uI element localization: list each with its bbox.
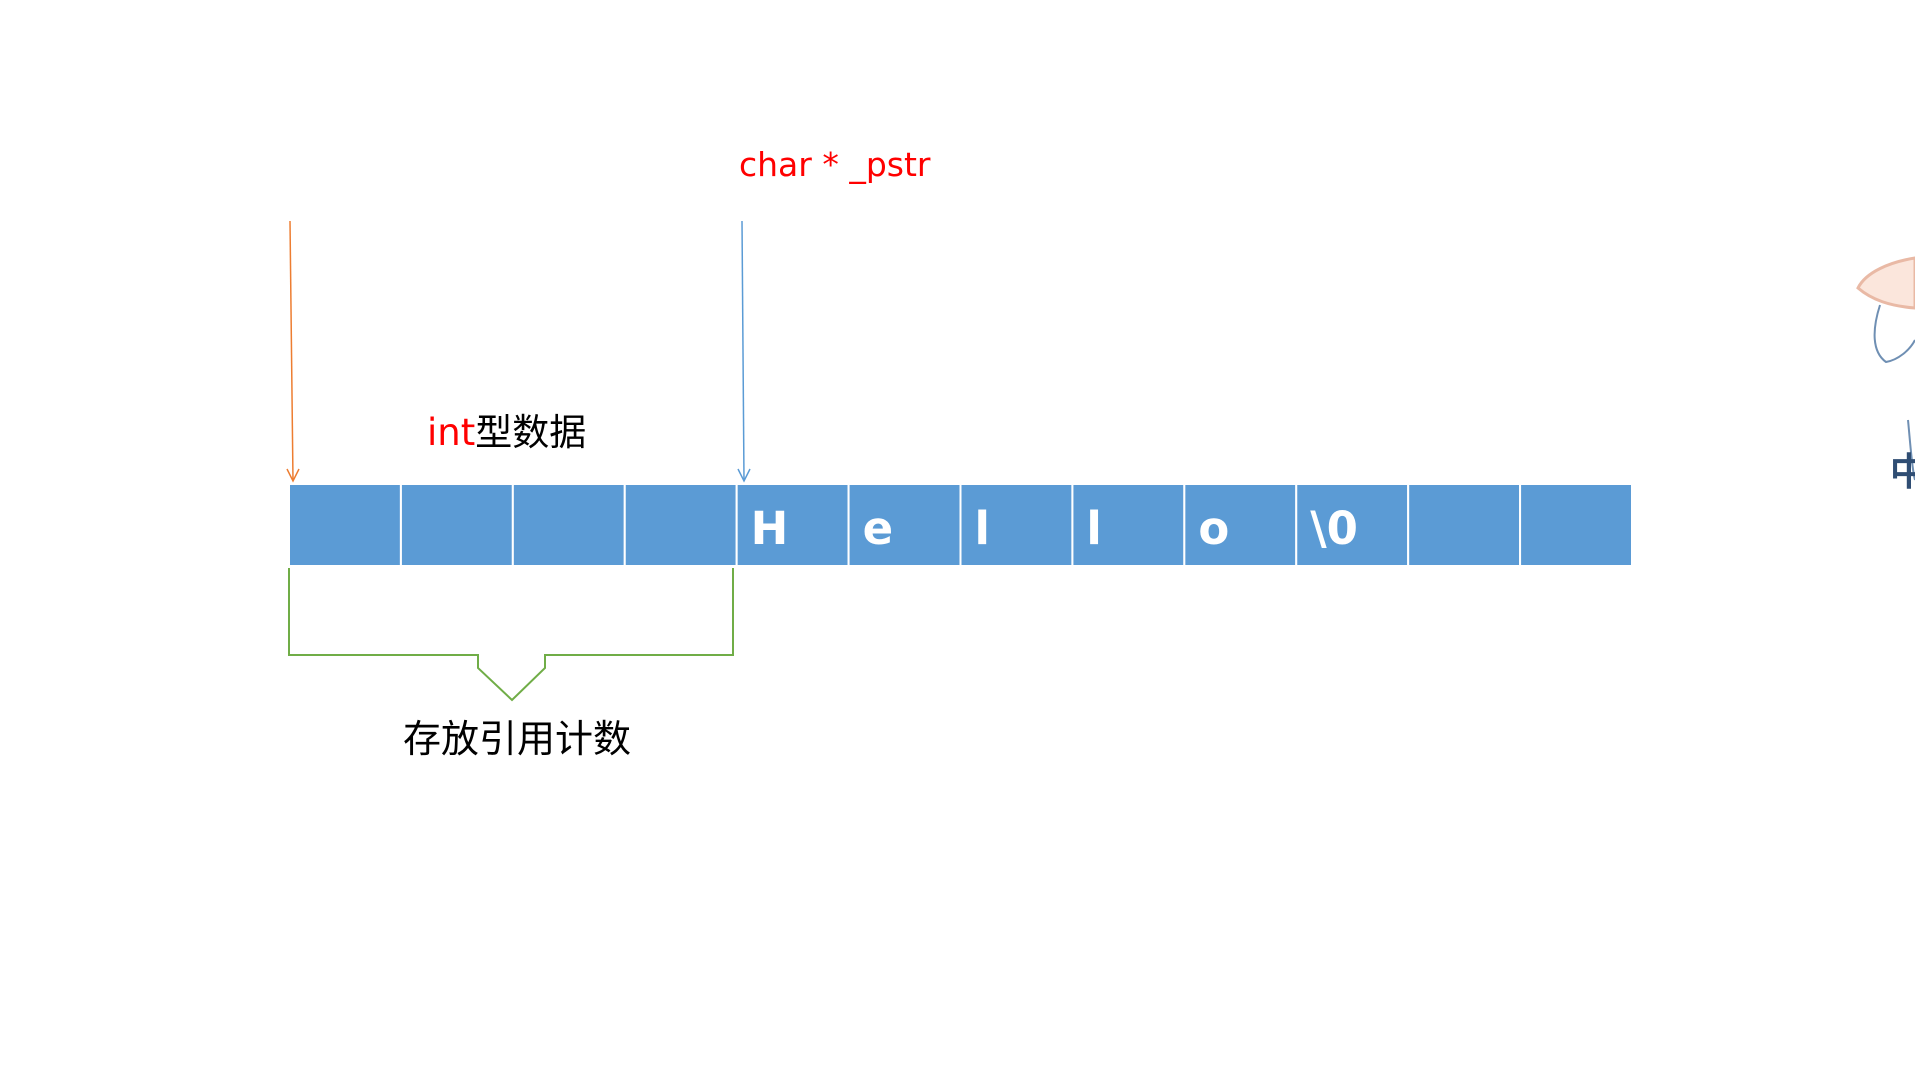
int-data-label: int型数据 xyxy=(427,402,586,456)
memory-cell xyxy=(1295,483,1410,567)
pstr-pointer-arrow xyxy=(737,220,751,483)
memory-cell xyxy=(1519,483,1634,567)
mascot-sticker-icon: 中 xyxy=(1856,256,1915,494)
cell-char: \0 xyxy=(1310,502,1358,555)
memory-cell xyxy=(623,483,738,567)
refcount-bracket xyxy=(288,568,734,702)
memory-cell xyxy=(399,483,514,567)
memory-cell xyxy=(288,483,402,567)
int-label-suffix: 型数据 xyxy=(475,411,587,454)
memory-cell xyxy=(1183,483,1298,567)
memory-cell xyxy=(959,483,1074,567)
memory-cell xyxy=(511,483,626,567)
refcount-label: 存放引用计数 xyxy=(403,717,632,761)
memory-cell xyxy=(735,483,850,567)
memory-cell xyxy=(1407,483,1522,567)
memory-cell xyxy=(847,483,962,567)
cell-char: e xyxy=(863,502,894,555)
pstr-pointer-label: char * _pstr xyxy=(739,145,931,184)
block-start-arrow xyxy=(286,220,300,483)
int-keyword: int xyxy=(427,411,476,454)
cell-char: l xyxy=(1086,502,1101,555)
cell-char: l xyxy=(975,502,990,555)
svg-text:中: 中 xyxy=(1890,450,1915,494)
cell-char: o xyxy=(1198,502,1229,555)
cell-char: H xyxy=(751,502,789,555)
